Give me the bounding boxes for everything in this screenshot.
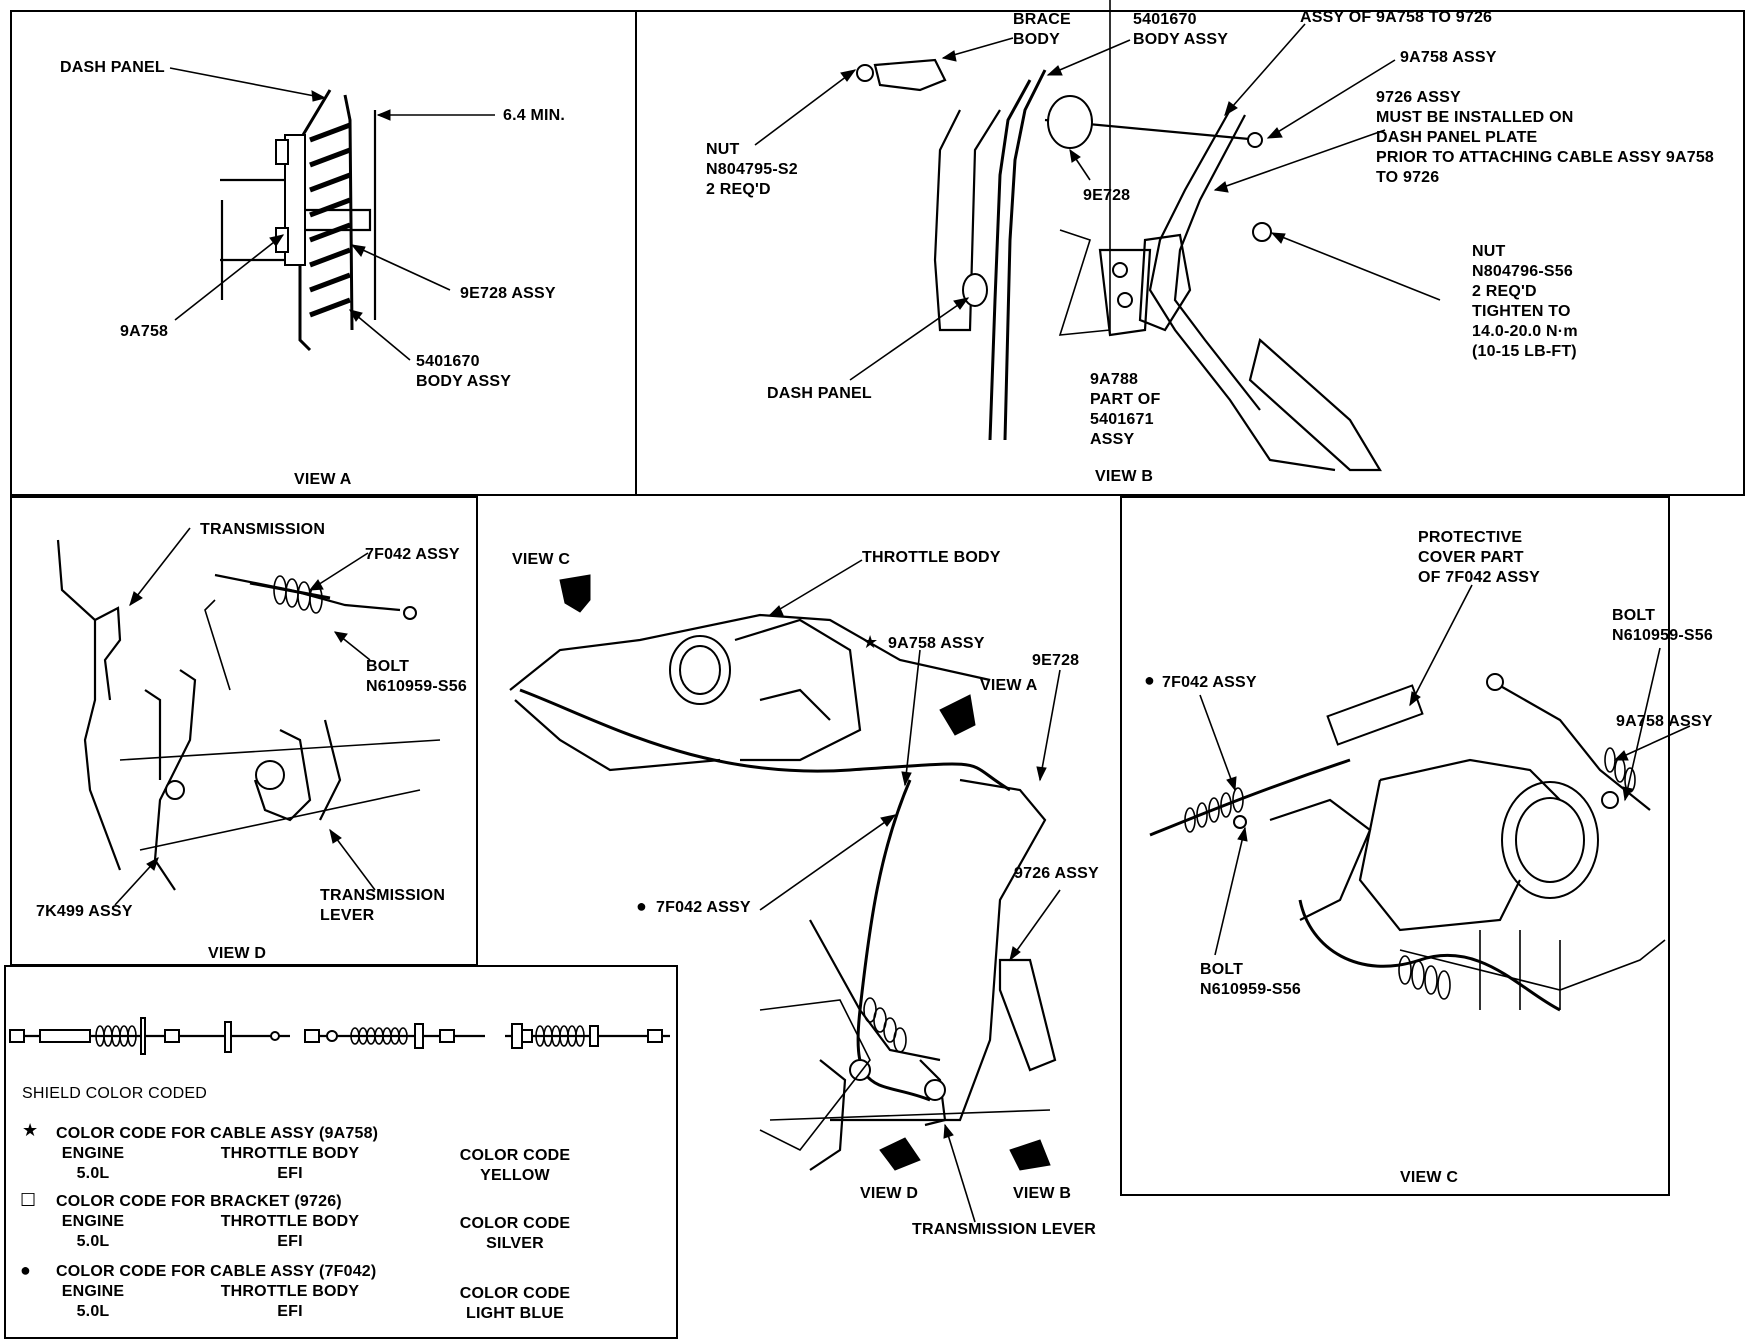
view-a-title: VIEW A [294, 471, 352, 488]
view-b-9a788-label: 9A788 PART OF 5401671 ASSY [1090, 371, 1161, 448]
main-throttle-body-label: THROTTLE BODY [862, 549, 1001, 566]
legend-engine-header: ENGINE [61, 1213, 125, 1230]
view-c-protective-label: PROTECTIVE COVER PART OF 7F042 ASSY [1418, 529, 1541, 586]
view-b-assy-of-label: ASSY OF 9A758 TO 9726 [1300, 9, 1493, 26]
star-icon: ★ [22, 1120, 39, 1140]
legend-row-heading: COLOR CODE FOR CABLE ASSY (7F042) [56, 1263, 377, 1280]
legend-tb-value: EFI [277, 1303, 303, 1320]
legend-cc-value: LIGHT BLUE [466, 1305, 564, 1322]
view-b-body-assy-label: 5401670 BODY ASSY [1133, 11, 1229, 48]
star-icon: ★ [862, 632, 879, 652]
main-9e728-label: 9E728 [1032, 652, 1080, 669]
main-9a758-label: 9A758 ASSY [888, 635, 985, 652]
main-9726-label: 9726 ASSY [1014, 865, 1099, 882]
view-c-bolt-top-label: BOLT N610959-S56 [1612, 607, 1713, 644]
view-b-9e728-label: 9E728 [1083, 187, 1131, 204]
legend-tb-header: THROTTLE BODY [220, 1145, 360, 1162]
legend-cables [9, 1017, 670, 1055]
view-c-9a758-label: 9A758 ASSY [1616, 713, 1713, 730]
legend-panel [4, 965, 678, 1339]
view-d-transmission-label: TRANSMISSION [200, 521, 326, 538]
view-d-title: VIEW D [208, 945, 267, 962]
view-d-7k499-label: 7K499 ASSY [36, 903, 133, 920]
view-c-panel [1120, 496, 1670, 1196]
view-c-drawing [1149, 584, 1691, 1012]
square-icon: ☐ [20, 1190, 37, 1210]
view-d-7f042-label: 7F042 ASSY [365, 546, 460, 563]
legend-engine-value: 5.0L [76, 1303, 110, 1320]
bullet-icon: ● [1144, 670, 1155, 690]
legend-engine-header: ENGINE [61, 1283, 125, 1300]
view-a-min-label: 6.4 MIN. [503, 107, 566, 124]
legend-row-heading: COLOR CODE FOR BRACKET (9726) [56, 1193, 342, 1210]
view-c-bolt-bottom-label: BOLT N610959-S56 [1200, 961, 1301, 998]
view-a-9e728-label: 9E728 ASSY [460, 285, 556, 302]
view-b-brace-body-label: BRACE BODY [1013, 11, 1071, 48]
main-view-d-label: VIEW D [860, 1185, 919, 1202]
view-a-drawing [169, 67, 495, 361]
view-c-7f042-label: 7F042 ASSY [1162, 674, 1257, 691]
view-a-9a758-label: 9A758 [120, 323, 169, 340]
view-d-drawing [56, 527, 441, 906]
legend-shield-label: SHIELD COLOR CODED [22, 1085, 207, 1102]
view-b-9726-note: 9726 ASSY MUST BE INSTALLED ON DASH PANE… [1376, 89, 1715, 186]
legend-cc-value: YELLOW [480, 1167, 550, 1184]
bullet-icon: ● [20, 1260, 31, 1280]
legend-tb-header: THROTTLE BODY [220, 1283, 360, 1300]
view-b-nut-s56-label: NUT N804796-S56 2 REQ'D TIGHTEN TO 14.0-… [1472, 243, 1578, 360]
view-b-dash-panel-label: DASH PANEL [767, 385, 872, 402]
bullet-icon: ● [636, 896, 647, 916]
view-a-body-assy-label: 5401670 BODY ASSY [416, 353, 512, 390]
legend-tb-value: EFI [277, 1165, 303, 1182]
view-d-trans-lever-label: TRANSMISSION LEVER [320, 887, 446, 924]
view-b-panel [635, 10, 1745, 496]
view-b-nut-s2-label: NUT N804795-S2 2 REQ'D [706, 141, 798, 198]
main-view-c-label: VIEW C [512, 551, 571, 568]
view-d-bolt-label: BOLT N610959-S56 [366, 658, 467, 695]
legend-cc-header: COLOR CODE [459, 1285, 571, 1302]
main-7f042-label: 7F042 ASSY [656, 899, 751, 916]
main-drawing [509, 559, 1061, 1223]
main-view-b-label: VIEW B [1013, 1185, 1072, 1202]
view-a-dash-panel-label: DASH PANEL [60, 59, 165, 76]
legend-cc-header: COLOR CODE [459, 1215, 571, 1232]
legend-tb-value: EFI [277, 1233, 303, 1250]
view-c-title: VIEW C [1400, 1169, 1459, 1186]
view-b-drawing [754, 0, 1441, 472]
legend-engine-header: ENGINE [61, 1145, 125, 1162]
legend-tb-header: THROTTLE BODY [220, 1213, 360, 1230]
legend-engine-value: 5.0L [76, 1233, 110, 1250]
legend-row-heading: COLOR CODE FOR CABLE ASSY (9A758) [56, 1125, 379, 1142]
view-b-9a758-assy-label: 9A758 ASSY [1400, 49, 1497, 66]
view-b-title: VIEW B [1095, 468, 1154, 485]
legend-engine-value: 5.0L [76, 1165, 110, 1182]
legend-cc-header: COLOR CODE [459, 1147, 571, 1164]
main-view-a-label: VIEW A [980, 677, 1038, 694]
legend-cc-value: SILVER [486, 1235, 544, 1252]
main-trans-lever-label: TRANSMISSION LEVER [912, 1221, 1097, 1238]
